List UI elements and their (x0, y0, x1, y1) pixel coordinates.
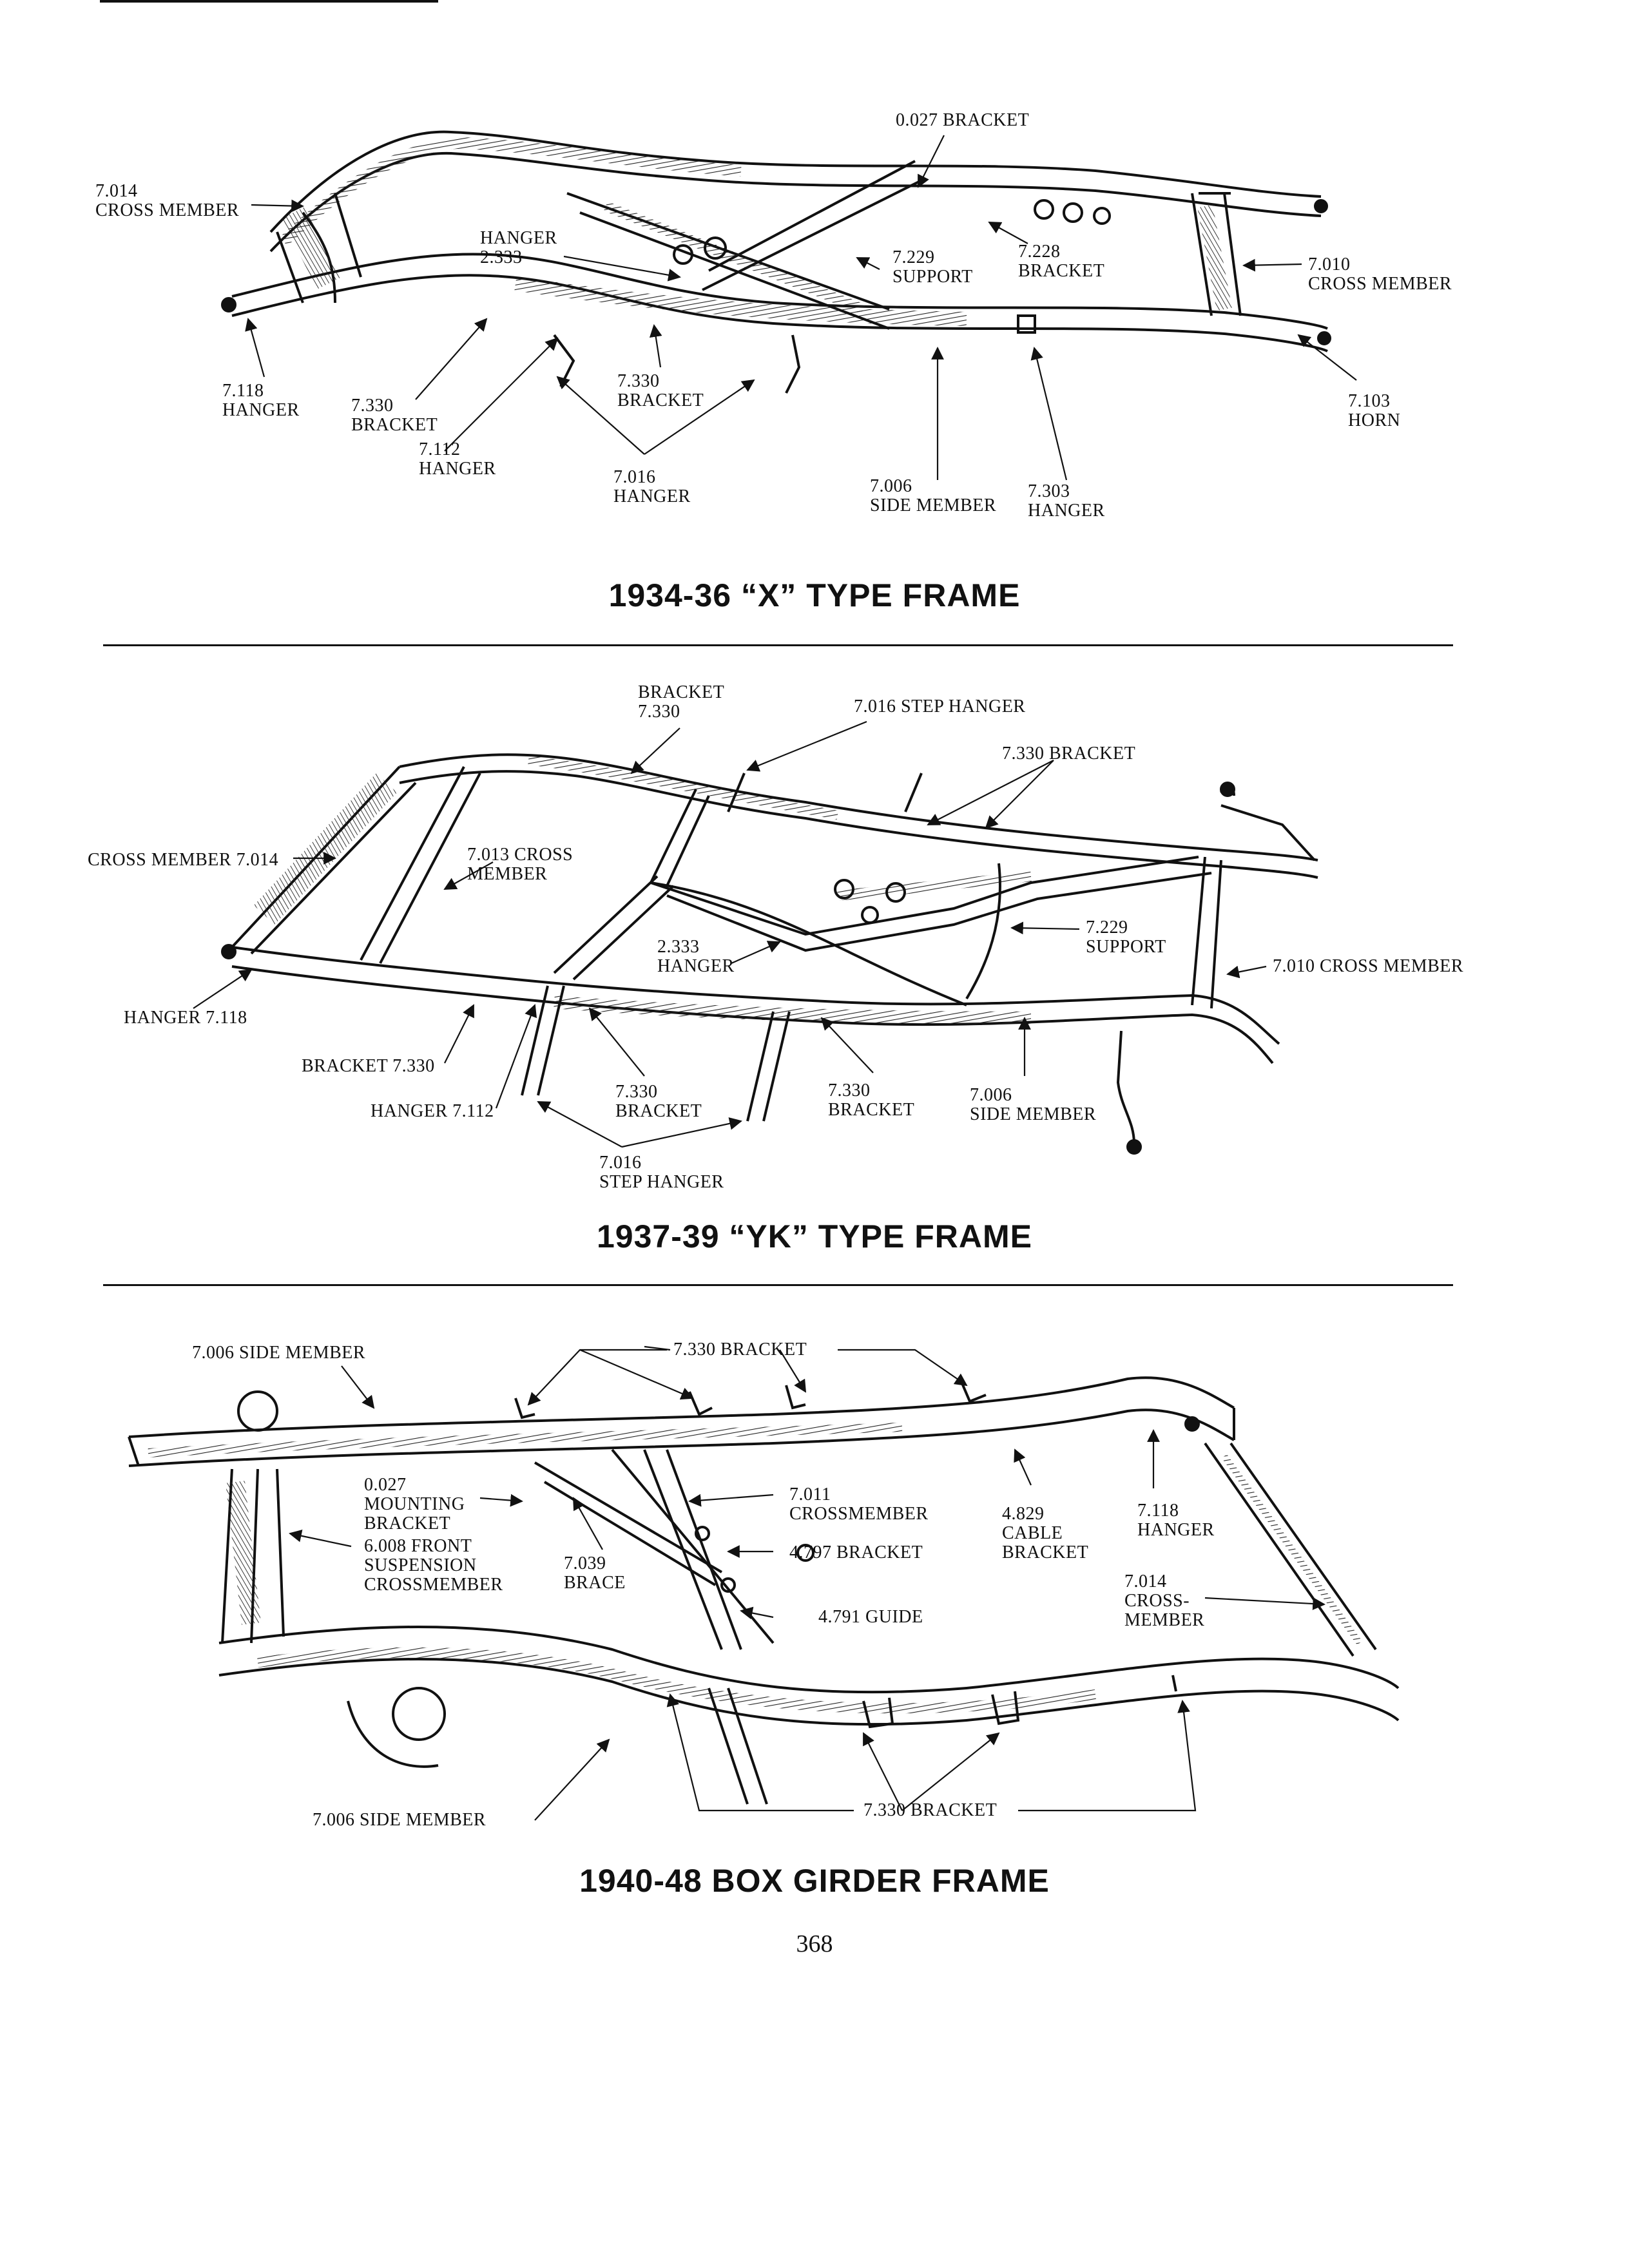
label-0027-bracket: 0.027 BRACKET (896, 110, 1030, 130)
label-7006-side-member-bottom: 7.006 SIDE MEMBER (313, 1810, 487, 1830)
label-hanger-7118: HANGER 7.118 (124, 1008, 247, 1028)
label-4797-bracket: 4.797 BRACKET (789, 1542, 923, 1562)
title-1937-39-yk-type-frame: 1937-39 “YK” TYPE FRAME (597, 1218, 1032, 1254)
label-7016-step-hanger-top: 7.016 STEP HANGER (854, 697, 1026, 716)
label-7330-bracket-top: 7.330 BRACKET (673, 1340, 807, 1360)
frame-1940-48-leaders (289, 1345, 1325, 1821)
label-bracket-7330-left: BRACKET 7.330 (302, 1056, 435, 1076)
title-1940-48-box-girder-frame: 1940-48 BOX GIRDER FRAME (579, 1863, 1050, 1899)
frame-1937-39-leaders (193, 720, 1267, 1148)
label-4791-guide: 4.791 GUIDE (818, 1607, 923, 1627)
frame-1940-48-drawing (128, 1376, 1400, 1805)
frame-1937-39-drawing (221, 753, 1318, 1155)
label-7010-cross-member: 7.010 CROSS MEMBER (1273, 956, 1464, 976)
label-7330-bracket-right: 7.330 BRACKET (1002, 744, 1136, 764)
label-7330-bracket-bottom: 7.330 BRACKET (863, 1800, 998, 1820)
title-1934-36-x-type-frame: 1934-36 “X” TYPE FRAME (608, 577, 1021, 613)
frame-1934-36-leaders (245, 135, 1357, 481)
label-cross-member-7014: CROSS MEMBER 7.014 (88, 850, 279, 870)
frame-1934-36-drawing (221, 130, 1331, 394)
divider-rule-1 (103, 644, 1453, 646)
page-number: 368 (796, 1930, 833, 1957)
label-7006-side-member-top: 7.006 SIDE MEMBER (192, 1343, 366, 1363)
divider-rule-2 (103, 1284, 1453, 1286)
top-edge-rule (100, 0, 438, 3)
label-hanger-7112: HANGER 7.112 (371, 1101, 494, 1121)
